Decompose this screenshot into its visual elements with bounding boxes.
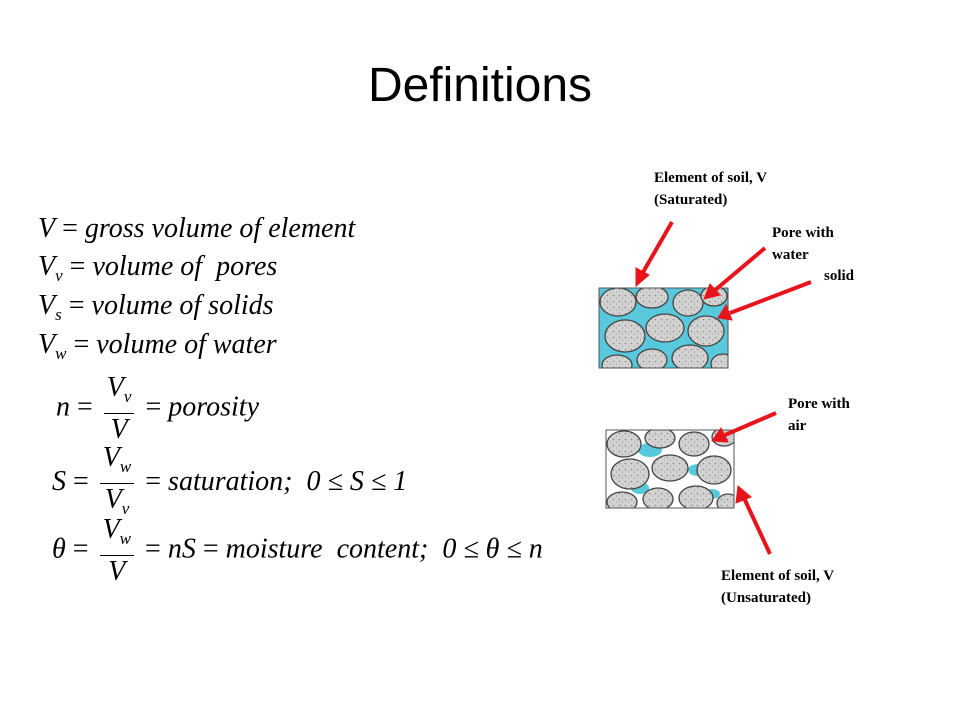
fraction: Vv V xyxy=(103,372,135,446)
arrow-pore-water xyxy=(703,246,767,300)
eq-rhs: gross volume of element xyxy=(84,213,356,244)
fraction: Vw Vv xyxy=(99,442,135,525)
fraction-numerator: Vw xyxy=(99,442,135,484)
label-line: (Unsaturated) xyxy=(721,590,811,606)
eq-condition: 0 ≤ S ≤ 1 xyxy=(306,465,408,497)
label-line: (Saturated) xyxy=(654,192,728,208)
annotation-arrows xyxy=(635,221,812,555)
label-line: Pore with xyxy=(772,225,834,241)
eq-rhs: volume of solids xyxy=(91,290,274,321)
equation-moisture-content: θ = Vw V = nS = moisture content; 0 ≤ θ … xyxy=(52,514,543,588)
arrow-solid xyxy=(717,280,812,321)
fraction-denominator: Vv xyxy=(104,484,130,518)
label-unsaturated-element: Element of soil, V (Unsaturated) xyxy=(721,565,834,609)
fraction-numerator: Vw xyxy=(99,514,135,556)
eq-lhs: V xyxy=(38,213,56,244)
equation-solids-volume: Vs = volume of solids xyxy=(38,290,274,324)
eq-lhs: V xyxy=(38,329,56,360)
equation-porosity: n = Vv V = porosity xyxy=(56,372,259,446)
label-solid: solid xyxy=(824,268,855,284)
eq-rhs: moisture content; xyxy=(225,533,429,565)
fraction-denominator: V xyxy=(110,414,128,445)
label-pore-with-water: Pore with water xyxy=(772,222,834,266)
label-line: air xyxy=(788,418,807,434)
arrow-pore-air xyxy=(711,411,777,443)
equation-gross-volume: V = gross volume of element xyxy=(38,213,356,244)
fraction-denominator: V xyxy=(108,556,126,587)
eq-lhs: θ xyxy=(52,533,66,565)
eq-subscript: v xyxy=(55,266,63,285)
arrow-saturated-element xyxy=(635,221,674,288)
saturated-soil-element xyxy=(598,287,729,369)
label-pore-with-air: Pore with air xyxy=(788,393,850,437)
eq-lhs: V xyxy=(38,290,56,321)
slide-title: Definitions xyxy=(367,59,593,112)
eq-rhs: saturation; xyxy=(168,465,293,497)
eq-lhs: S xyxy=(52,465,66,497)
eq-rhs: volume of water xyxy=(96,329,277,360)
eq-condition: 0 ≤ θ ≤ n xyxy=(442,533,543,565)
label-line: Element of soil, V xyxy=(721,568,835,584)
eq-lhs: n xyxy=(56,391,70,423)
eq-subscript: s xyxy=(55,305,62,324)
label-saturated-element: Element of soil, V (Saturated) xyxy=(654,167,767,211)
arrow-unsaturated-element xyxy=(735,485,772,555)
eq-subscript: w xyxy=(55,344,67,363)
unsaturated-soil-element xyxy=(605,429,735,509)
label-line: Element of soil, V xyxy=(654,170,768,186)
eq-lhs: V xyxy=(38,251,56,282)
eq-mid: nS xyxy=(167,533,196,565)
equation-saturation: S = Vw Vv = saturation; 0 ≤ S ≤ 1 xyxy=(52,442,407,525)
equation-pore-volume: Vv = volume of pores xyxy=(38,251,278,285)
eq-rhs: porosity xyxy=(168,391,259,423)
label-line: water xyxy=(772,247,809,263)
fraction: Vw V xyxy=(99,514,135,588)
equation-water-volume: Vw = volume of water xyxy=(38,329,277,363)
label-line: Pore with xyxy=(788,396,850,412)
fraction-numerator: Vv xyxy=(103,372,135,414)
eq-rhs: volume of pores xyxy=(92,251,278,282)
